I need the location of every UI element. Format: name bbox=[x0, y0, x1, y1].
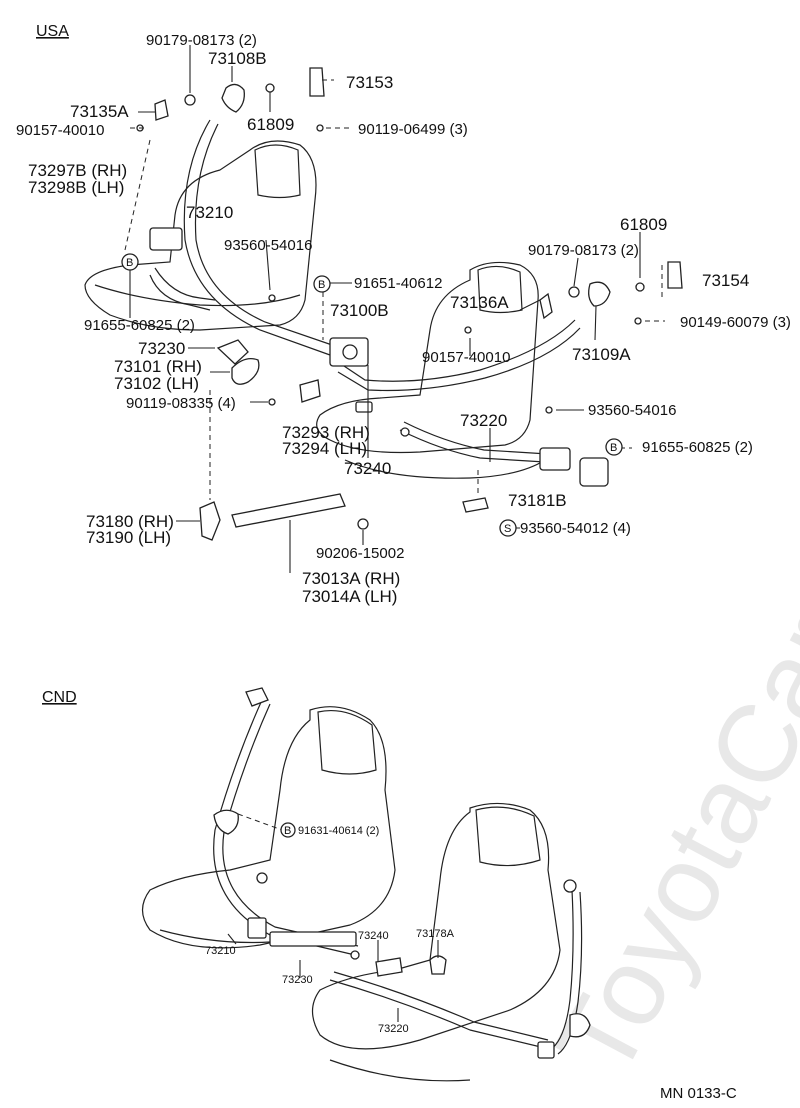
part-label-90157-40010-b: 90157-40010 bbox=[422, 349, 510, 366]
usa-belt-right-webbing bbox=[334, 319, 581, 463]
cnd-part-labels: 91631-40614 (2) 73210 73240 73178A 73230… bbox=[205, 825, 455, 1035]
cnd-label-73178a: 73178A bbox=[416, 928, 455, 940]
part-label-73153: 73153 bbox=[346, 73, 393, 92]
part-label-73102: 73102 (LH) bbox=[114, 374, 199, 393]
part-label-73297b: 73297B (RH) bbox=[28, 161, 127, 180]
part-label-73294: 73294 (LH) bbox=[282, 439, 367, 458]
part-label-73181b: 73181B bbox=[508, 491, 567, 510]
part-label-73136a: 73136A bbox=[450, 293, 509, 312]
part-label-90179-08173: 90179-08173 (2) bbox=[146, 32, 257, 49]
cnd-marker-b bbox=[280, 822, 296, 838]
usa-seat-left bbox=[84, 140, 317, 331]
part-label-73109a: 73109A bbox=[572, 345, 631, 364]
part-label-93560-54016-a: 93560-54016 bbox=[224, 237, 312, 254]
part-label-73013a: 73013A (RH) bbox=[302, 569, 400, 588]
part-label-93560-54016-b: 93560-54016 bbox=[588, 402, 676, 419]
usa-part-labels: 90179-08173 (2) 73108B 73153 73135A 6180… bbox=[16, 32, 791, 606]
usa-markers: B B B S bbox=[121, 253, 623, 537]
part-label-93560-54012: 93560-54012 (4) bbox=[520, 520, 631, 537]
svg-text:B: B bbox=[318, 279, 325, 291]
cnd-label-73210: 73210 bbox=[205, 945, 236, 957]
cnd-part-shapes bbox=[213, 687, 591, 1059]
part-label-61809-b: 61809 bbox=[620, 215, 667, 234]
usa-leader-lines bbox=[129, 45, 641, 573]
cnd-label-73240: 73240 bbox=[358, 930, 389, 942]
part-label-73230: 73230 bbox=[138, 339, 185, 358]
cnd-markers: B bbox=[280, 822, 296, 838]
section-title-usa: USA bbox=[36, 23, 69, 40]
part-label-73101: 73101 (RH) bbox=[114, 357, 202, 376]
part-label-73210: 73210 bbox=[186, 203, 233, 222]
marker-b-2 bbox=[313, 275, 331, 293]
svg-text:B: B bbox=[126, 257, 133, 269]
part-label-90206-15002: 90206-15002 bbox=[316, 545, 404, 562]
section-title-cnd: CND bbox=[42, 689, 77, 706]
cnd-label-73230: 73230 bbox=[282, 974, 313, 986]
part-label-73190: 73190 (LH) bbox=[86, 528, 171, 547]
cnd-seat-left bbox=[141, 706, 396, 949]
part-label-73154: 73154 bbox=[702, 271, 749, 290]
document-code: MN 0133-C bbox=[660, 1085, 737, 1102]
cnd-leader-lines bbox=[227, 813, 439, 1022]
marker-b-1 bbox=[121, 253, 139, 271]
part-label-73108b: 73108B bbox=[208, 49, 267, 68]
part-label-73135a: 73135A bbox=[70, 102, 129, 121]
watermark: ToyotaCar.ru bbox=[532, 487, 800, 1095]
cnd-label-73220: 73220 bbox=[378, 1023, 409, 1035]
part-label-91655-60825-b: 91655-60825 (2) bbox=[642, 439, 753, 456]
part-label-91655-60825-a: 91655-60825 (2) bbox=[84, 317, 195, 334]
usa-belt-left-webbing bbox=[149, 119, 336, 356]
part-label-90179-08173-b: 90179-08173 (2) bbox=[528, 242, 639, 259]
part-label-73014a: 73014A (LH) bbox=[302, 587, 397, 606]
part-label-73220: 73220 bbox=[460, 411, 507, 430]
part-label-73240: 73240 bbox=[344, 459, 391, 478]
part-label-90119-08335: 90119-08335 (4) bbox=[126, 395, 236, 412]
part-label-91651-40612: 91651-40612 bbox=[354, 275, 442, 292]
marker-s-1 bbox=[499, 519, 517, 537]
marker-b-3 bbox=[605, 438, 623, 456]
part-label-73180: 73180 (RH) bbox=[86, 512, 174, 531]
svg-text:B: B bbox=[284, 825, 291, 837]
part-label-90119-06499: 90119-06499 (3) bbox=[358, 121, 468, 138]
cnd-label-91631-40614: 91631-40614 (2) bbox=[298, 825, 379, 837]
part-label-61809: 61809 bbox=[247, 115, 294, 134]
svg-text:S: S bbox=[504, 523, 511, 535]
usa-seat-right bbox=[316, 261, 546, 479]
part-label-90157-40010: 90157-40010 bbox=[16, 122, 104, 139]
usa-part-shapes bbox=[136, 67, 683, 541]
part-label-73293: 73293 (RH) bbox=[282, 423, 370, 442]
part-label-90149-60079: 90149-60079 (3) bbox=[680, 314, 791, 331]
part-label-73100b: 73100B bbox=[330, 301, 389, 320]
part-label-73298b: 73298B (LH) bbox=[28, 178, 124, 197]
svg-text:B: B bbox=[610, 442, 617, 454]
